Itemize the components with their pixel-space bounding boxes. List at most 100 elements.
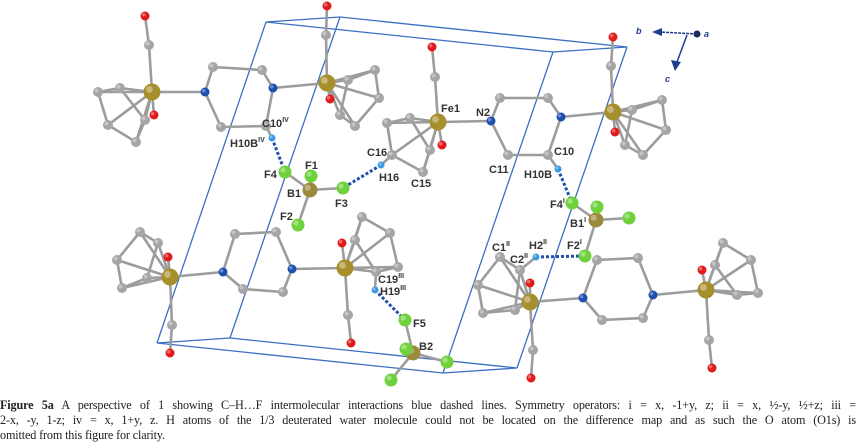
carbon-atom [343, 310, 353, 320]
carbon-atom [208, 62, 218, 72]
carbon-atom [753, 288, 763, 298]
carbon-atom-highlight [344, 76, 349, 81]
carbon-atom [343, 75, 353, 85]
carbon-atom-highlight [388, 151, 393, 156]
carbon-atom [350, 235, 360, 245]
hydrogen-atom-highlight [533, 254, 537, 258]
axis-label-c: c [665, 74, 670, 84]
carbon-atom [503, 150, 513, 160]
carbon-atom [495, 93, 505, 103]
nitrogen-atom-highlight [288, 265, 293, 270]
caption-line-3: omitted from this figure for clarity. [0, 428, 165, 442]
nitrogen-atom-highlight [557, 113, 562, 118]
fluorine-atom [440, 355, 454, 369]
carbon-atom-highlight [272, 228, 277, 233]
bond [115, 258, 172, 279]
fluorine-atom-highlight [567, 198, 573, 204]
carbon-atom [528, 345, 538, 355]
carbon-atom-highlight [154, 239, 159, 244]
iron-atom-highlight [432, 116, 439, 123]
bond [353, 96, 381, 128]
carbon-atom-highlight [104, 121, 109, 126]
fluorine-atom-highlight [280, 167, 286, 173]
bond [476, 283, 532, 304]
carbon-atom-highlight [598, 316, 603, 321]
carbon-atom-highlight [431, 73, 436, 78]
cell-edge [265, 21, 554, 53]
carbon-atom-highlight [496, 253, 501, 258]
hydrogen-atom [377, 161, 385, 169]
caption-line-1: Figure 5a A perspective of 1 showing C–H… [0, 398, 856, 412]
carbon-atom [93, 87, 103, 97]
bond [546, 115, 563, 157]
oxygen-atom-highlight [708, 364, 713, 369]
figure-caption: Figure 5a A perspective of 1 showing C–H… [0, 398, 856, 443]
atoms [93, 1, 763, 387]
fluorine-atom [304, 169, 318, 183]
bond [528, 296, 585, 304]
carbon-atom-highlight [474, 281, 479, 286]
carbon-atom-highlight [143, 274, 148, 279]
bond [325, 81, 357, 128]
fluorine-atom-highlight [400, 315, 406, 321]
axis-indicator: b a c [636, 26, 709, 84]
carbon-atom [746, 255, 756, 265]
fluorine-atom-highlight [442, 357, 448, 363]
bond [559, 110, 615, 119]
oxygen-atom [525, 278, 535, 288]
carbon-atom [473, 280, 483, 290]
carbon-atom [371, 267, 381, 277]
carbon-atom-highlight [358, 213, 363, 218]
hydrogen-atom [532, 253, 540, 261]
boron-atom [302, 182, 318, 198]
fluorine-atom [291, 218, 305, 232]
bond [290, 266, 347, 271]
carbon-atom-highlight [662, 126, 667, 131]
nitrogen-atom-highlight [269, 84, 274, 89]
iron-atom-highlight [321, 77, 328, 84]
label-c2ii: C2II [510, 253, 528, 266]
cell-edge [156, 342, 444, 374]
nitrogen-atom [200, 87, 210, 97]
hydrogen-atom-highlight [555, 166, 559, 170]
iron-atom [143, 83, 161, 101]
carbon-atom-highlight [113, 256, 118, 261]
bond [489, 119, 510, 157]
carbon-atom [661, 125, 671, 135]
carbon-atom [495, 252, 505, 262]
carbon-atom-highlight [322, 31, 327, 36]
bond [241, 287, 285, 294]
carbon-atom-highlight [145, 41, 150, 46]
carbon-atom [543, 150, 553, 160]
fluorine-atom [590, 200, 604, 214]
carbon-atom-highlight [621, 141, 626, 146]
iron-atom [161, 268, 179, 286]
label-b1: B1 [287, 188, 301, 200]
label-h10biv: H10BIV [230, 137, 265, 150]
nitrogen-atom [648, 290, 658, 300]
oxygen-atom-highlight [347, 339, 352, 344]
hydrogen-atom-highlight [378, 162, 382, 166]
carbon-atom-highlight [262, 122, 267, 127]
oxygen-atom [163, 252, 173, 262]
oxygen-atom-highlight [698, 266, 703, 271]
oxygen-atom-highlight [141, 12, 146, 17]
carbon-atom [278, 287, 288, 297]
bond [271, 81, 329, 90]
bond [436, 119, 493, 124]
carbon-atom [238, 284, 248, 294]
hydrogen-bond-dashed-line [342, 163, 382, 190]
c-arrow-icon [671, 60, 681, 71]
fluorine-atom [565, 196, 579, 210]
label-c10: C10 [554, 146, 574, 158]
carbon-atom [382, 118, 392, 128]
bond [595, 256, 640, 262]
bond [115, 230, 142, 262]
fluorine-atom [578, 249, 592, 263]
label-n2: N2 [476, 107, 490, 119]
oxygen-atom-highlight [166, 349, 171, 354]
fluorine-atom [622, 211, 636, 225]
label-f1: F1 [305, 160, 318, 172]
label-c19iii: C19III [378, 273, 404, 286]
label-fe1: Fe1 [441, 103, 460, 115]
